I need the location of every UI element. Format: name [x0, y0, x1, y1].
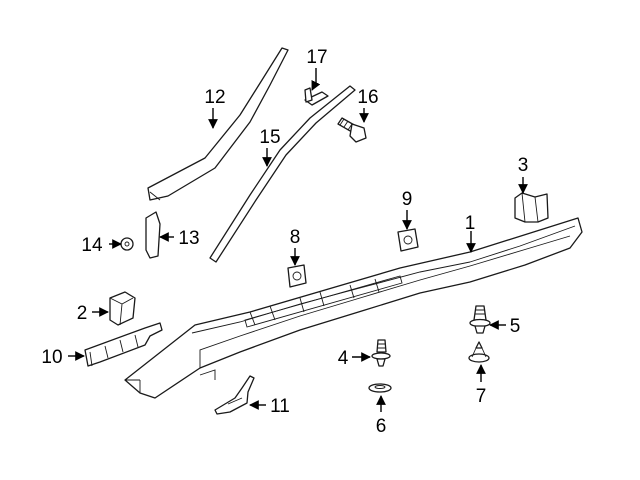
callout-4: 4: [338, 348, 349, 369]
callout-10: 10: [41, 347, 62, 368]
callout-17: 17: [306, 47, 327, 68]
clip-17: [304, 87, 329, 106]
bracket-2: [109, 291, 136, 326]
washer-6: [368, 383, 392, 393]
callout-8: 8: [290, 227, 301, 248]
pillar-trim-12: [147, 47, 289, 201]
callout-14: 14: [81, 235, 103, 256]
callout-6: 6: [376, 416, 387, 437]
bracket-10: [84, 322, 163, 367]
callout-11: 11: [270, 396, 290, 417]
trim-11: [214, 375, 255, 415]
bolt-16: [337, 117, 367, 143]
callout-5: 5: [510, 316, 521, 337]
callout-15: 15: [259, 127, 280, 148]
callout-16: 16: [357, 87, 378, 108]
molding-15: [209, 85, 356, 263]
callout-2: 2: [77, 303, 88, 324]
callout-9: 9: [402, 189, 413, 210]
callout-13: 13: [178, 228, 199, 249]
grommet-7: [468, 341, 490, 363]
rocker-panel: [124, 217, 583, 399]
callout-3: 3: [518, 155, 529, 176]
washer-14: [120, 237, 134, 251]
clip-9: [397, 228, 419, 252]
bracket-13: [145, 211, 161, 259]
callout-12: 12: [204, 87, 225, 108]
fastener-5: [469, 305, 491, 334]
clip-3: [514, 192, 549, 223]
leader-17: [311, 68, 321, 91]
callout-1: 1: [465, 213, 476, 234]
callout-7: 7: [476, 386, 487, 407]
clip-8: [287, 264, 307, 288]
fastener-4: [371, 339, 391, 367]
